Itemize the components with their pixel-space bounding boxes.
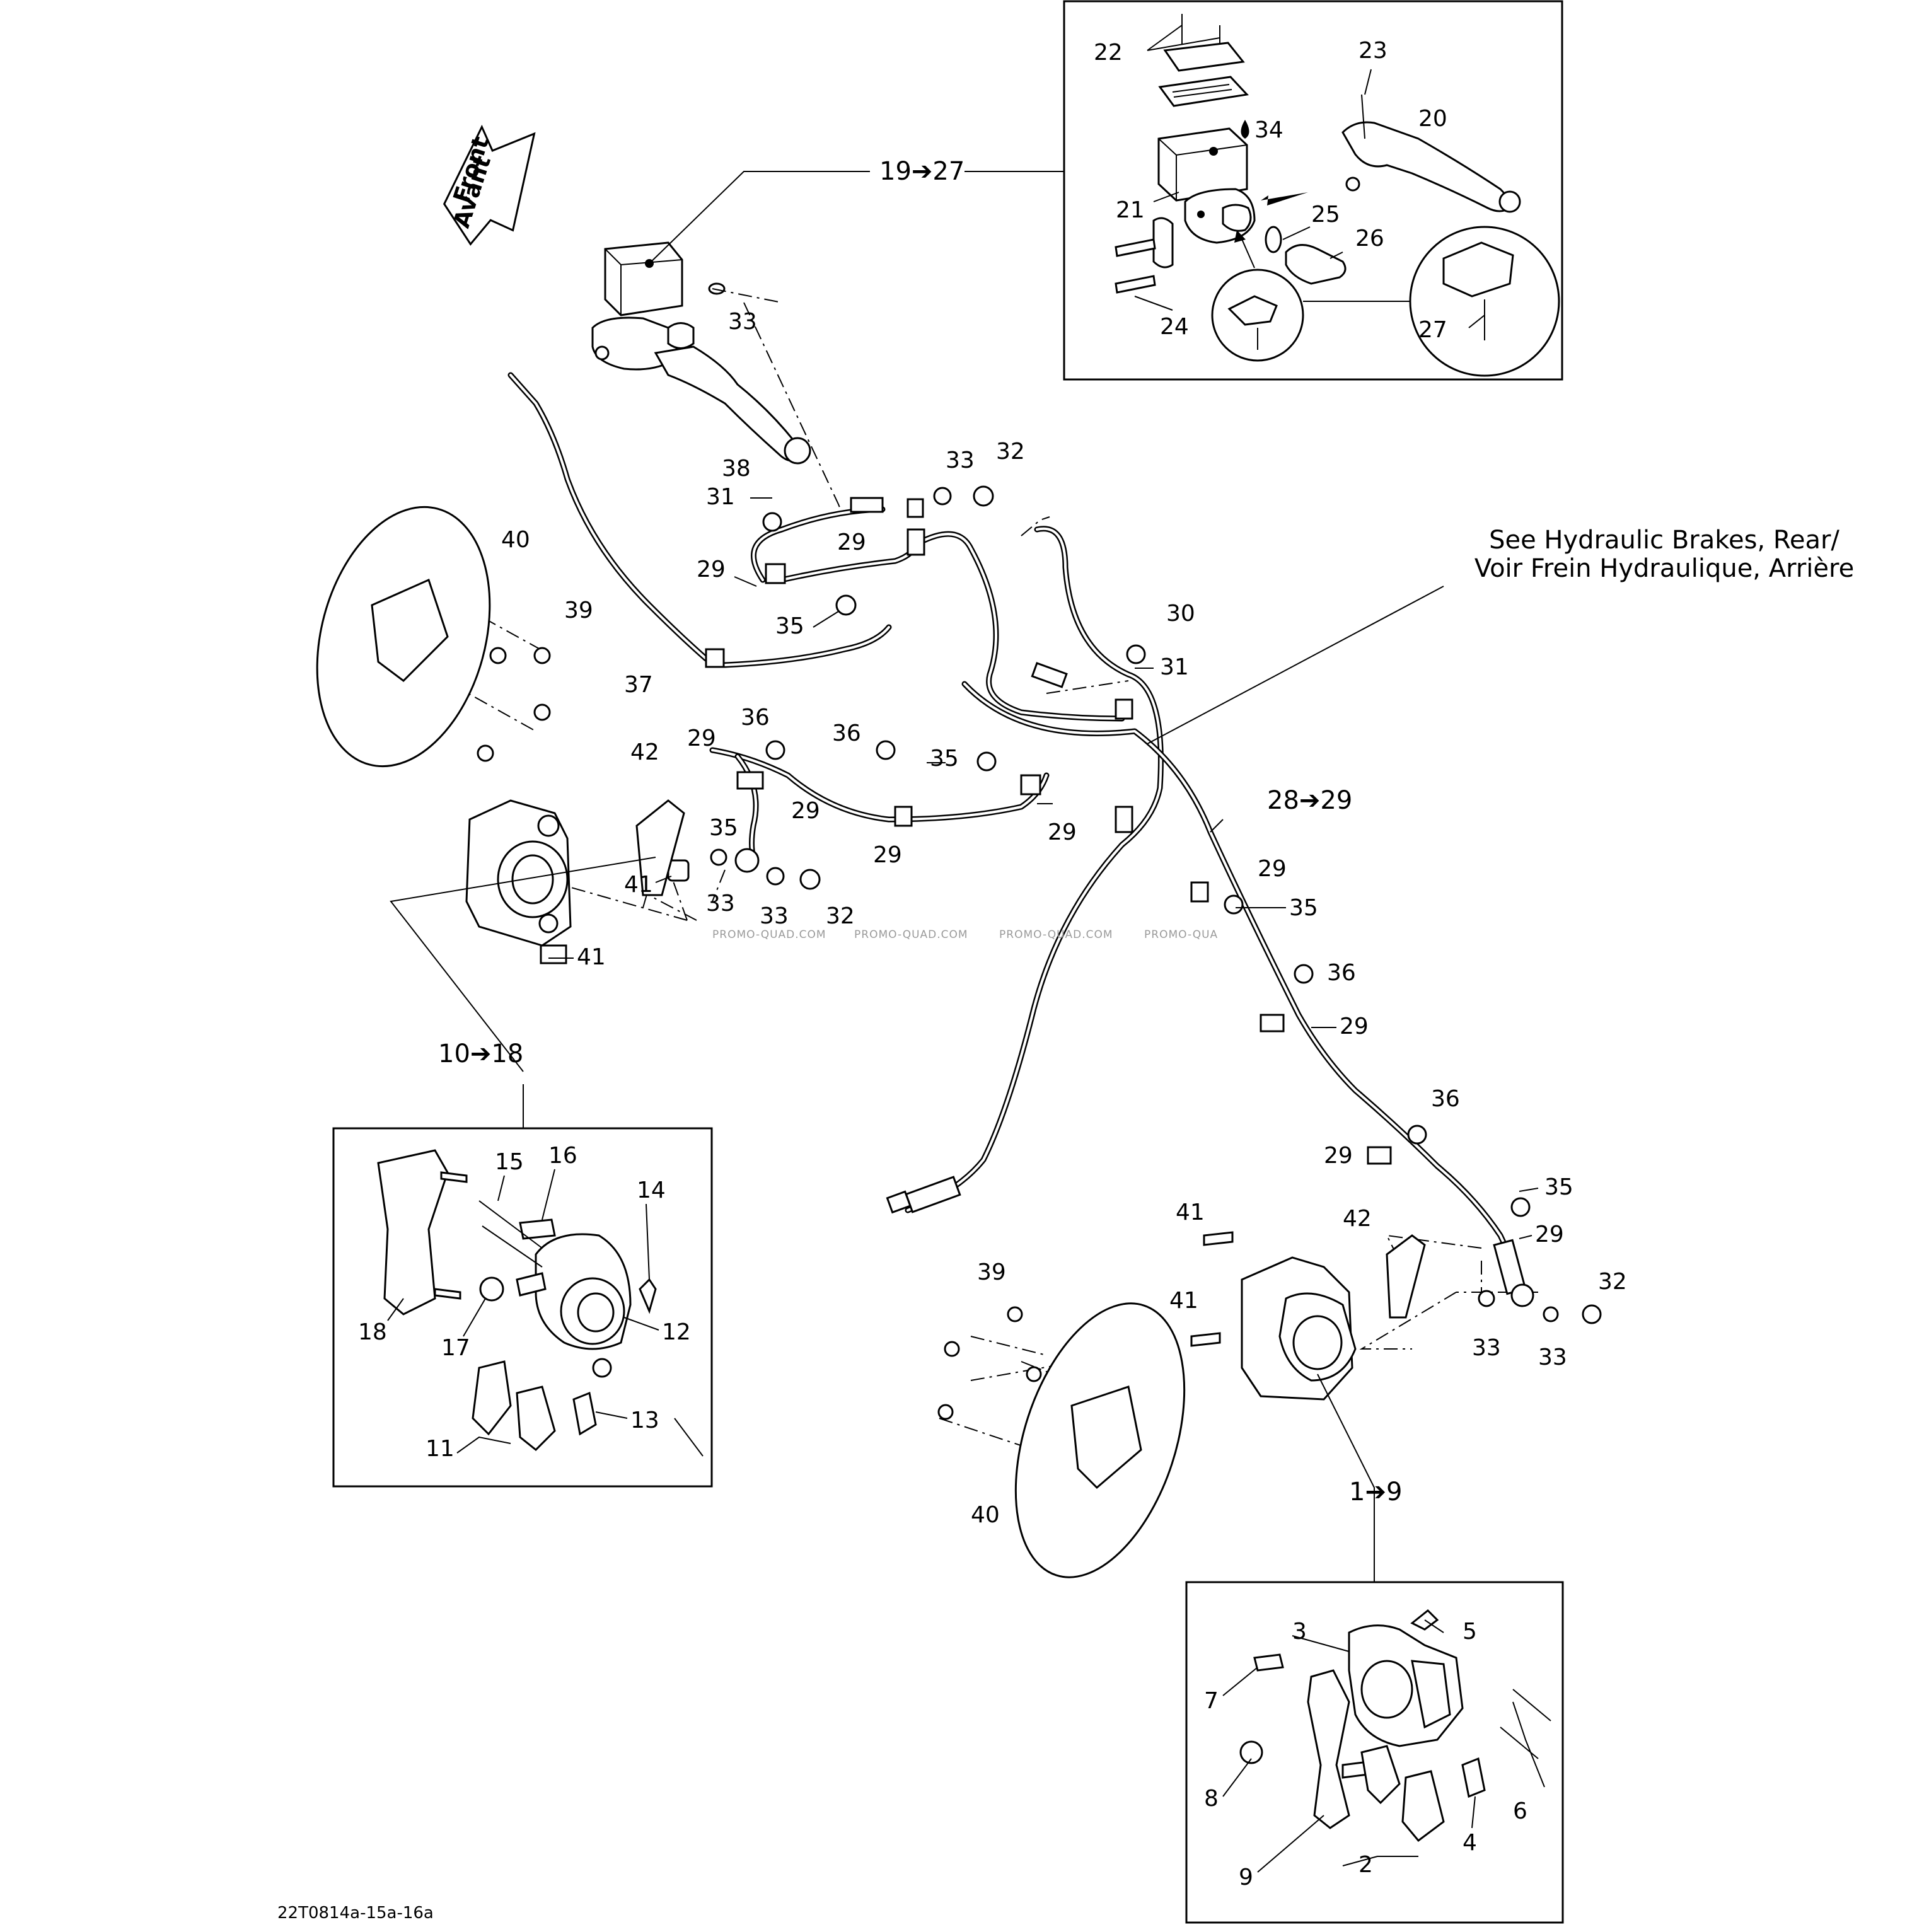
callout-38: 38: [722, 456, 751, 482]
svg-text:PROMO-QUAD.COM: PROMO-QUAD.COM: [999, 928, 1113, 941]
callout-15: 15: [495, 1149, 524, 1175]
callout-40-b: 40: [971, 1502, 1000, 1528]
callout-36-d: 36: [1431, 1086, 1460, 1112]
callout-35-d: 35: [1289, 895, 1318, 921]
see-note-line2: Voir Frein Hydraulique, Arrière: [1474, 554, 1854, 583]
callout-33-a: 33: [728, 309, 757, 335]
callout-29-j: 29: [1535, 1222, 1564, 1247]
callout-14: 14: [637, 1177, 666, 1203]
front-direction-arrow: Front Avant: [443, 124, 536, 246]
callout-35-b: 35: [930, 746, 959, 772]
callout-18: 18: [358, 1319, 387, 1345]
callout-21: 21: [1116, 197, 1145, 223]
callout-6: 6: [1513, 1798, 1527, 1824]
callout-35-c: 35: [709, 815, 738, 841]
callout-40-a: 40: [501, 527, 530, 553]
callout-2: 2: [1358, 1852, 1373, 1878]
callout-30: 30: [1166, 601, 1195, 627]
detail-box-master-cylinder: [1063, 0, 1563, 381]
callout-41-b: 41: [577, 944, 606, 970]
detail-box-right-caliper: [1185, 1581, 1564, 1924]
see-note-line1: See Hydraulic Brakes, Rear/: [1489, 526, 1839, 555]
callout-29-e: 29: [873, 842, 902, 868]
detail-box-left-caliper: [332, 1127, 713, 1488]
label-master-cylinder-group: 19➔27: [879, 157, 964, 186]
callout-17: 17: [441, 1335, 470, 1361]
callout-32-b: 32: [826, 903, 855, 929]
callout-29-b: 29: [697, 557, 726, 582]
callout-leaders: [387, 497, 1545, 1873]
callout-33-e: 33: [1472, 1335, 1501, 1361]
callout-41-d: 41: [1169, 1288, 1198, 1314]
callout-4: 4: [1463, 1830, 1477, 1856]
callout-33-c: 33: [706, 891, 735, 917]
callout-25: 25: [1311, 202, 1340, 228]
callout-29-c: 29: [687, 726, 716, 751]
callout-36-c: 36: [1327, 960, 1356, 986]
callouts: 19➔27 28➔29 10➔18 1➔9 22 23 20 34 21 25 …: [358, 38, 1627, 1890]
callout-36-b: 36: [832, 720, 861, 746]
drawing-code: 22T0814a-15a-16a: [277, 1904, 434, 1923]
callout-33-f: 33: [1538, 1345, 1567, 1370]
callout-9: 9: [1239, 1865, 1253, 1890]
callout-31-b: 31: [1160, 654, 1189, 680]
callout-35-a: 35: [775, 613, 804, 639]
callout-32-c: 32: [1598, 1269, 1627, 1295]
callout-22: 22: [1094, 40, 1123, 66]
callout-5: 5: [1463, 1619, 1477, 1645]
callout-29-f: 29: [1048, 819, 1077, 845]
brake-disc-right: [937, 1302, 1186, 1578]
callout-33-b: 33: [946, 448, 975, 473]
callout-3: 3: [1292, 1619, 1307, 1645]
callout-16: 16: [548, 1143, 577, 1169]
callout-41-a: 41: [624, 872, 653, 898]
callout-20: 20: [1418, 106, 1447, 132]
caliper-front-left: [465, 799, 685, 964]
callout-32-a: 32: [996, 439, 1025, 465]
callout-34: 34: [1254, 117, 1283, 143]
callout-29-d: 29: [791, 798, 820, 824]
watermark: PROMO-QUAD.COM PROMO-QUAD.COM PROMO-QUAD…: [712, 928, 1218, 941]
label-leaders: [390, 171, 1444, 1582]
svg-text:PROMO-QUAD.COM: PROMO-QUAD.COM: [854, 928, 968, 941]
master-cylinder: [591, 241, 811, 465]
see-rear-brakes-note: See Hydraulic Brakes, Rear/ Voir Frein H…: [1474, 526, 1854, 583]
svg-text:PROMO-QUA: PROMO-QUA: [1144, 928, 1218, 941]
callout-35-e: 35: [1544, 1174, 1573, 1200]
svg-text:PROMO-QUAD.COM: PROMO-QUAD.COM: [712, 928, 826, 941]
callout-42-a: 42: [630, 739, 659, 765]
label-hose-group: 28➔29: [1267, 786, 1352, 815]
callout-24: 24: [1160, 314, 1189, 340]
callout-13: 13: [630, 1408, 659, 1433]
callout-12: 12: [662, 1319, 691, 1345]
callout-7: 7: [1204, 1688, 1219, 1714]
callout-29-i: 29: [1324, 1143, 1353, 1169]
callout-33-d: 33: [760, 903, 789, 929]
label-left-caliper-group: 10➔18: [438, 1039, 523, 1068]
callout-26: 26: [1355, 226, 1384, 252]
brake-disc-left: [316, 506, 551, 768]
callout-39-a: 39: [564, 598, 593, 623]
label-right-caliper-group: 1➔9: [1349, 1478, 1402, 1507]
callout-39-b: 39: [977, 1259, 1006, 1285]
brake-hoses: [507, 372, 1602, 1324]
callout-29-g: 29: [1258, 856, 1287, 882]
callout-8: 8: [1204, 1786, 1219, 1812]
callout-31-a: 31: [706, 484, 735, 510]
caliper-front-right: [1190, 1231, 1426, 1401]
callout-42-b: 42: [1343, 1206, 1372, 1232]
callout-37: 37: [624, 672, 653, 698]
callout-11: 11: [426, 1436, 455, 1462]
callout-29-a: 29: [837, 529, 866, 555]
callout-23: 23: [1358, 38, 1387, 64]
callout-36-a: 36: [741, 705, 770, 731]
callout-29-h: 29: [1340, 1014, 1369, 1039]
callout-27: 27: [1418, 317, 1447, 343]
callout-41-c: 41: [1176, 1200, 1205, 1225]
